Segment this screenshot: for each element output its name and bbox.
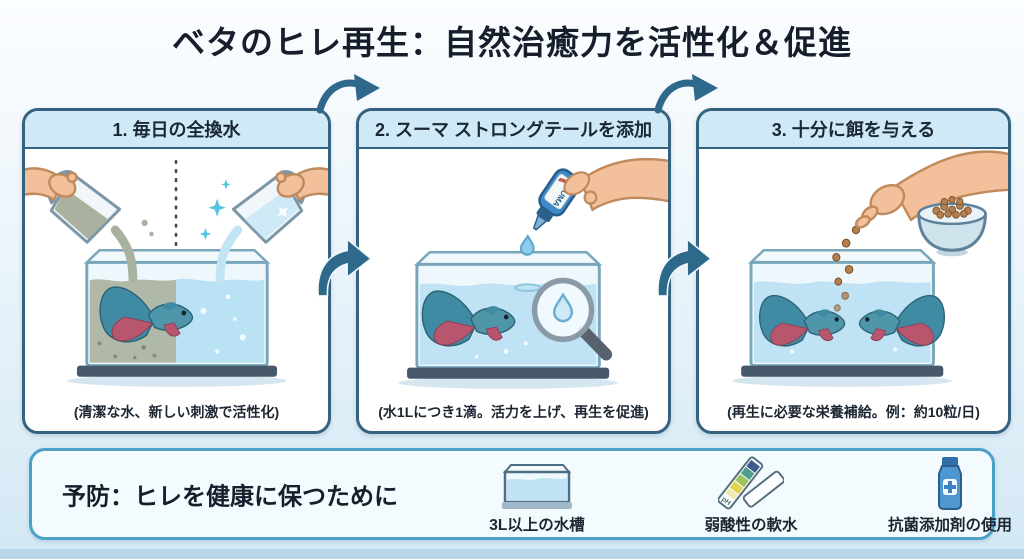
- food-bowl: [917, 195, 987, 257]
- tank-shadow: [732, 374, 953, 387]
- additive-bottle-icon: [930, 456, 970, 512]
- step-panel-2: 2. スーマ ストロングテールを添加: [356, 108, 671, 434]
- betta-fish-right: [858, 295, 946, 347]
- step-2-header: 2. スーマ ストロングテールを添加: [359, 111, 668, 149]
- dirty-water-stream: [110, 225, 138, 284]
- ph-strips-icon: pH: [718, 456, 784, 512]
- step-2-illustration: SUMA: [359, 149, 668, 397]
- page-title: ベタのヒレ再生：自然治癒力を活性化＆促進: [172, 24, 852, 61]
- prevention-label-ph: 弱酸性の軟水: [704, 517, 798, 534]
- prevention-label-tank: 3L以上の水槽: [489, 517, 585, 534]
- mid-arrow-1: [317, 237, 373, 297]
- tank-base: [76, 365, 278, 377]
- tank-shadow: [398, 376, 618, 389]
- top-arrow-2: [654, 74, 718, 114]
- clean-water: [176, 278, 265, 363]
- step-1-illustration: [25, 149, 328, 397]
- clean-pitcher-hand-group: [231, 167, 328, 244]
- prevention-band: 予防：ヒレを健康に保つために 3L以上の水槽: [29, 448, 1012, 540]
- betta-fish: [99, 286, 194, 343]
- prevention-title: 予防：ヒレを健康に保つために: [62, 483, 398, 511]
- clean-water-stream: [215, 225, 243, 284]
- feeding-hand: [854, 150, 1008, 229]
- betta-fish-left: [759, 295, 846, 347]
- step-3-illustration: [699, 149, 1008, 397]
- food-pellets: [832, 225, 861, 312]
- prevention-label-additive: 抗菌添加剤の使用: [887, 517, 1012, 534]
- step-3-header: 3. 十分に餌を与える: [699, 111, 1008, 149]
- step-1-title: 1. 毎日の全換水: [112, 120, 241, 140]
- pouring-hand-right: [275, 167, 328, 202]
- mid-arrow-2: [657, 237, 713, 297]
- falling-drop: [519, 234, 535, 256]
- aquarium-icon: [500, 456, 574, 512]
- betta-fish: [421, 290, 516, 347]
- bottom-accent-strip: [0, 549, 1024, 559]
- prevention-item-ph: pH 弱酸性の軟水: [656, 456, 846, 535]
- tank-base: [741, 365, 944, 377]
- hand-arm: [579, 157, 668, 212]
- sparkles: [199, 179, 231, 241]
- top-arrow-1: [316, 74, 380, 114]
- step-2-title: 2. スーマ ストロングテールを添加: [374, 120, 652, 140]
- ph-strip-text: pH: [720, 496, 732, 507]
- step-panel-1: 1. 毎日の全換水: [22, 108, 331, 434]
- pouring-hand-left: [25, 167, 78, 202]
- splash-drops: [141, 219, 154, 237]
- prevention-item-tank: 3L以上の水槽: [442, 456, 632, 535]
- gripping-fingers: [563, 171, 598, 205]
- bubbles: [200, 294, 246, 354]
- bowl-pellets: [932, 195, 972, 219]
- step-2-caption: (水1Lにつき1滴。活力を上げ、再生を促進): [378, 404, 649, 420]
- droplet-icon: [552, 292, 574, 323]
- step-panel-3: 3. 十分に餌を与える: [696, 108, 1011, 434]
- plain-strip: [742, 470, 784, 508]
- magnifier: [531, 277, 613, 361]
- ph-strip: pH: [718, 456, 764, 510]
- ripple: [513, 283, 542, 292]
- tank-base: [407, 367, 610, 379]
- step-1-header: 1. 毎日の全換水: [25, 111, 328, 149]
- step-1-caption: (清潔な水、新しい刺激で活性化): [73, 404, 280, 420]
- step-3-caption: (再生に必要な栄養補給。例：約10粒/日): [727, 404, 980, 420]
- tank-shadow: [67, 374, 287, 387]
- step-3-title: 3. 十分に餌を与える: [771, 120, 936, 140]
- prevention-item-additive: 抗菌添加剤の使用: [855, 456, 1024, 535]
